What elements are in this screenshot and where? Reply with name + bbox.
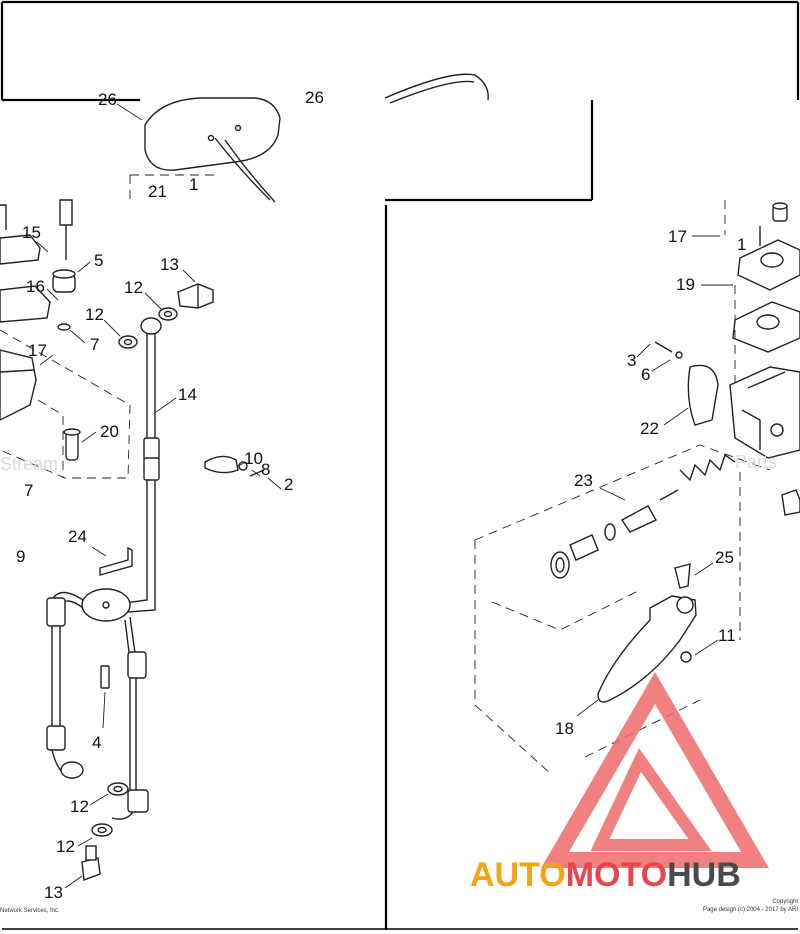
callout-13-top: 13 xyxy=(160,255,179,274)
callout-18: 18 xyxy=(555,719,574,738)
callout-1-right: 1 xyxy=(737,235,746,254)
callout-20: 20 xyxy=(100,422,119,441)
left-callouts: 26 26 21 1 15 5 13 16 12 12 7 17 14 20 1… xyxy=(16,88,324,902)
callout-21: 21 xyxy=(148,182,167,201)
logo-inner-triangle-icon xyxy=(590,748,712,851)
logo-triangle-icon xyxy=(541,672,769,868)
footer-page-design: Page design (c) 2004 - 2017 by ARI xyxy=(703,907,798,913)
callout-7a: 7 xyxy=(90,335,99,354)
callout-13-bottom: 13 xyxy=(44,883,63,902)
footer-left: Network Services, Inc. xyxy=(0,908,60,914)
callout-11: 11 xyxy=(718,626,736,645)
right-assembly xyxy=(474,200,800,776)
callout-19: 19 xyxy=(676,275,695,294)
callout-10: 10 xyxy=(244,449,263,468)
callout-24: 24 xyxy=(68,527,87,546)
callout-23: 23 xyxy=(574,471,593,490)
callout-17-right: 17 xyxy=(668,227,687,246)
callout-26b: 26 xyxy=(305,88,324,107)
callout-22: 22 xyxy=(640,419,659,438)
callout-5: 5 xyxy=(94,251,103,270)
right-callouts: 17 1 19 3 6 22 23 25 11 18 xyxy=(555,227,746,738)
callout-9: 9 xyxy=(16,547,25,566)
logo-text-auto: AUTO xyxy=(470,856,566,894)
callout-15: 15 xyxy=(22,223,41,242)
leader-lines xyxy=(36,103,733,889)
callout-12b: 12 xyxy=(85,305,104,324)
callout-16: 16 xyxy=(26,277,45,296)
callout-26a: 26 xyxy=(98,90,117,109)
callout-17-left: 17 xyxy=(28,341,47,360)
callout-2: 2 xyxy=(284,475,293,494)
footer-copyright: Copyright xyxy=(772,899,798,905)
callout-3: 3 xyxy=(627,351,636,370)
logo-text-moto: MOTO xyxy=(566,856,667,894)
watermark-left: Stream xyxy=(0,454,58,474)
callout-12a: 12 xyxy=(124,278,143,297)
watermark-right: Parts xyxy=(735,452,777,472)
automotohub-logo: AUTOMOTOHUB xyxy=(470,672,769,894)
callout-6: 6 xyxy=(641,365,650,384)
logo-text: AUTOMOTOHUB xyxy=(470,856,741,894)
callout-14: 14 xyxy=(178,385,197,404)
callout-12d: 12 xyxy=(56,837,75,856)
logo-text-hub: HUB xyxy=(667,856,741,894)
callout-12c: 12 xyxy=(70,797,89,816)
callout-7b: 7 xyxy=(24,481,33,500)
callout-4: 4 xyxy=(92,733,101,752)
left-assembly xyxy=(0,199,265,881)
callout-1-left: 1 xyxy=(189,175,198,194)
callout-25: 25 xyxy=(715,548,734,567)
mirror-assembly xyxy=(129,73,489,203)
callout-8: 8 xyxy=(261,460,270,479)
